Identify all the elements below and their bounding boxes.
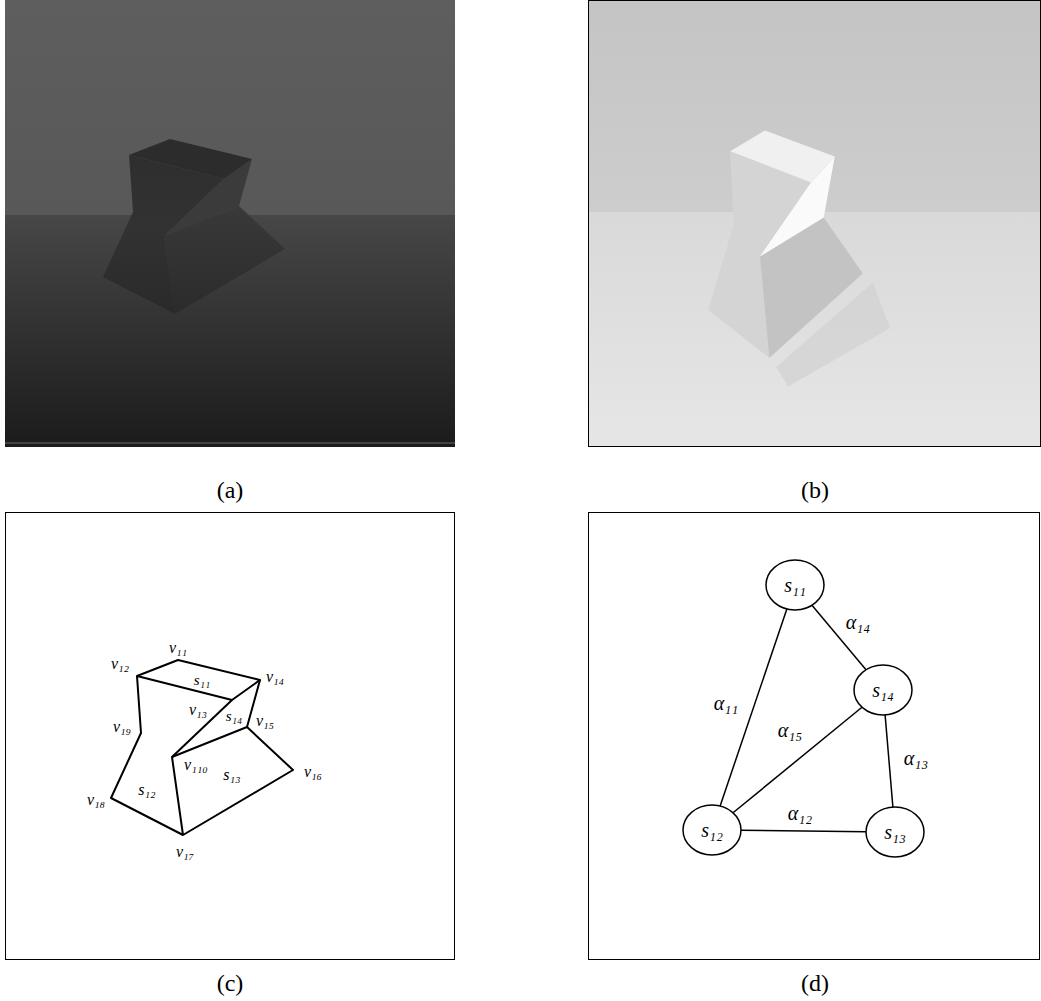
vertex-label: v₁₆: [304, 764, 322, 780]
surface-label: s₁₁: [194, 673, 210, 688]
face-outline: [137, 660, 260, 700]
edge-label: α₁₄: [844, 612, 872, 632]
panel-frame: [589, 513, 1040, 960]
node-outline: [854, 665, 912, 715]
photo-face: [730, 130, 835, 182]
node-label: s₁₁: [784, 575, 806, 595]
node-outline: [683, 805, 741, 855]
adjacency-edge: [885, 715, 893, 807]
photo-frame: [589, 1, 1041, 447]
line-drawing: [111, 660, 293, 835]
node-label: s₁₄: [872, 680, 894, 700]
surface-node: s₁₃: [865, 806, 925, 858]
adjacency-edge: [741, 830, 866, 831]
vertex-label: v₁₅: [256, 713, 274, 729]
panel-label: (b): [801, 478, 829, 502]
vertex-label: v₁₄: [266, 669, 284, 685]
surface-node: s₁₄: [853, 664, 913, 716]
adjacency-edge: [733, 707, 862, 813]
vertex-label: v₁₇: [176, 844, 194, 860]
edge-label: α₁₁: [712, 693, 740, 713]
node-label: s₁₂: [701, 820, 723, 840]
surface-label: s₁₂: [138, 782, 155, 798]
edge-line: [172, 700, 232, 835]
panel-label: (c): [217, 971, 244, 995]
vertex-label: v₁₂: [111, 656, 129, 672]
edge-label: α₁₃: [902, 748, 930, 768]
surface-label: s₁₃: [223, 767, 240, 783]
node-label: s₁₃: [884, 822, 906, 842]
edge-line: [172, 680, 260, 757]
surface-node: s₁₂: [682, 804, 742, 856]
photo-object: [708, 130, 890, 386]
panel-frame: [6, 513, 455, 960]
photo-floor: [588, 212, 1041, 447]
vertex-label: v₁₃: [189, 702, 207, 718]
surface-label: s₁₄: [226, 709, 242, 724]
depth-image: [5, 0, 455, 447]
edge-line: [111, 676, 293, 835]
node-outline: [766, 560, 824, 610]
intensity-image: [588, 0, 1041, 447]
vertex-label: v₁₈: [87, 792, 105, 808]
edge-label: α₁₂: [786, 803, 814, 823]
depth-face: [129, 139, 252, 179]
vertex-label: v₁₉: [113, 719, 131, 735]
depth-object: [103, 139, 285, 314]
vertex-label: v₁₁₀: [184, 757, 208, 773]
panel-label: (d): [801, 971, 829, 995]
edge-label: α₁₅: [776, 720, 804, 740]
surface-node: s₁₁: [765, 559, 825, 611]
depth-edge-line: [5, 443, 455, 444]
panel-label: (a): [217, 478, 244, 502]
vertex-label: v₁₁: [169, 640, 187, 656]
node-outline: [866, 807, 924, 857]
